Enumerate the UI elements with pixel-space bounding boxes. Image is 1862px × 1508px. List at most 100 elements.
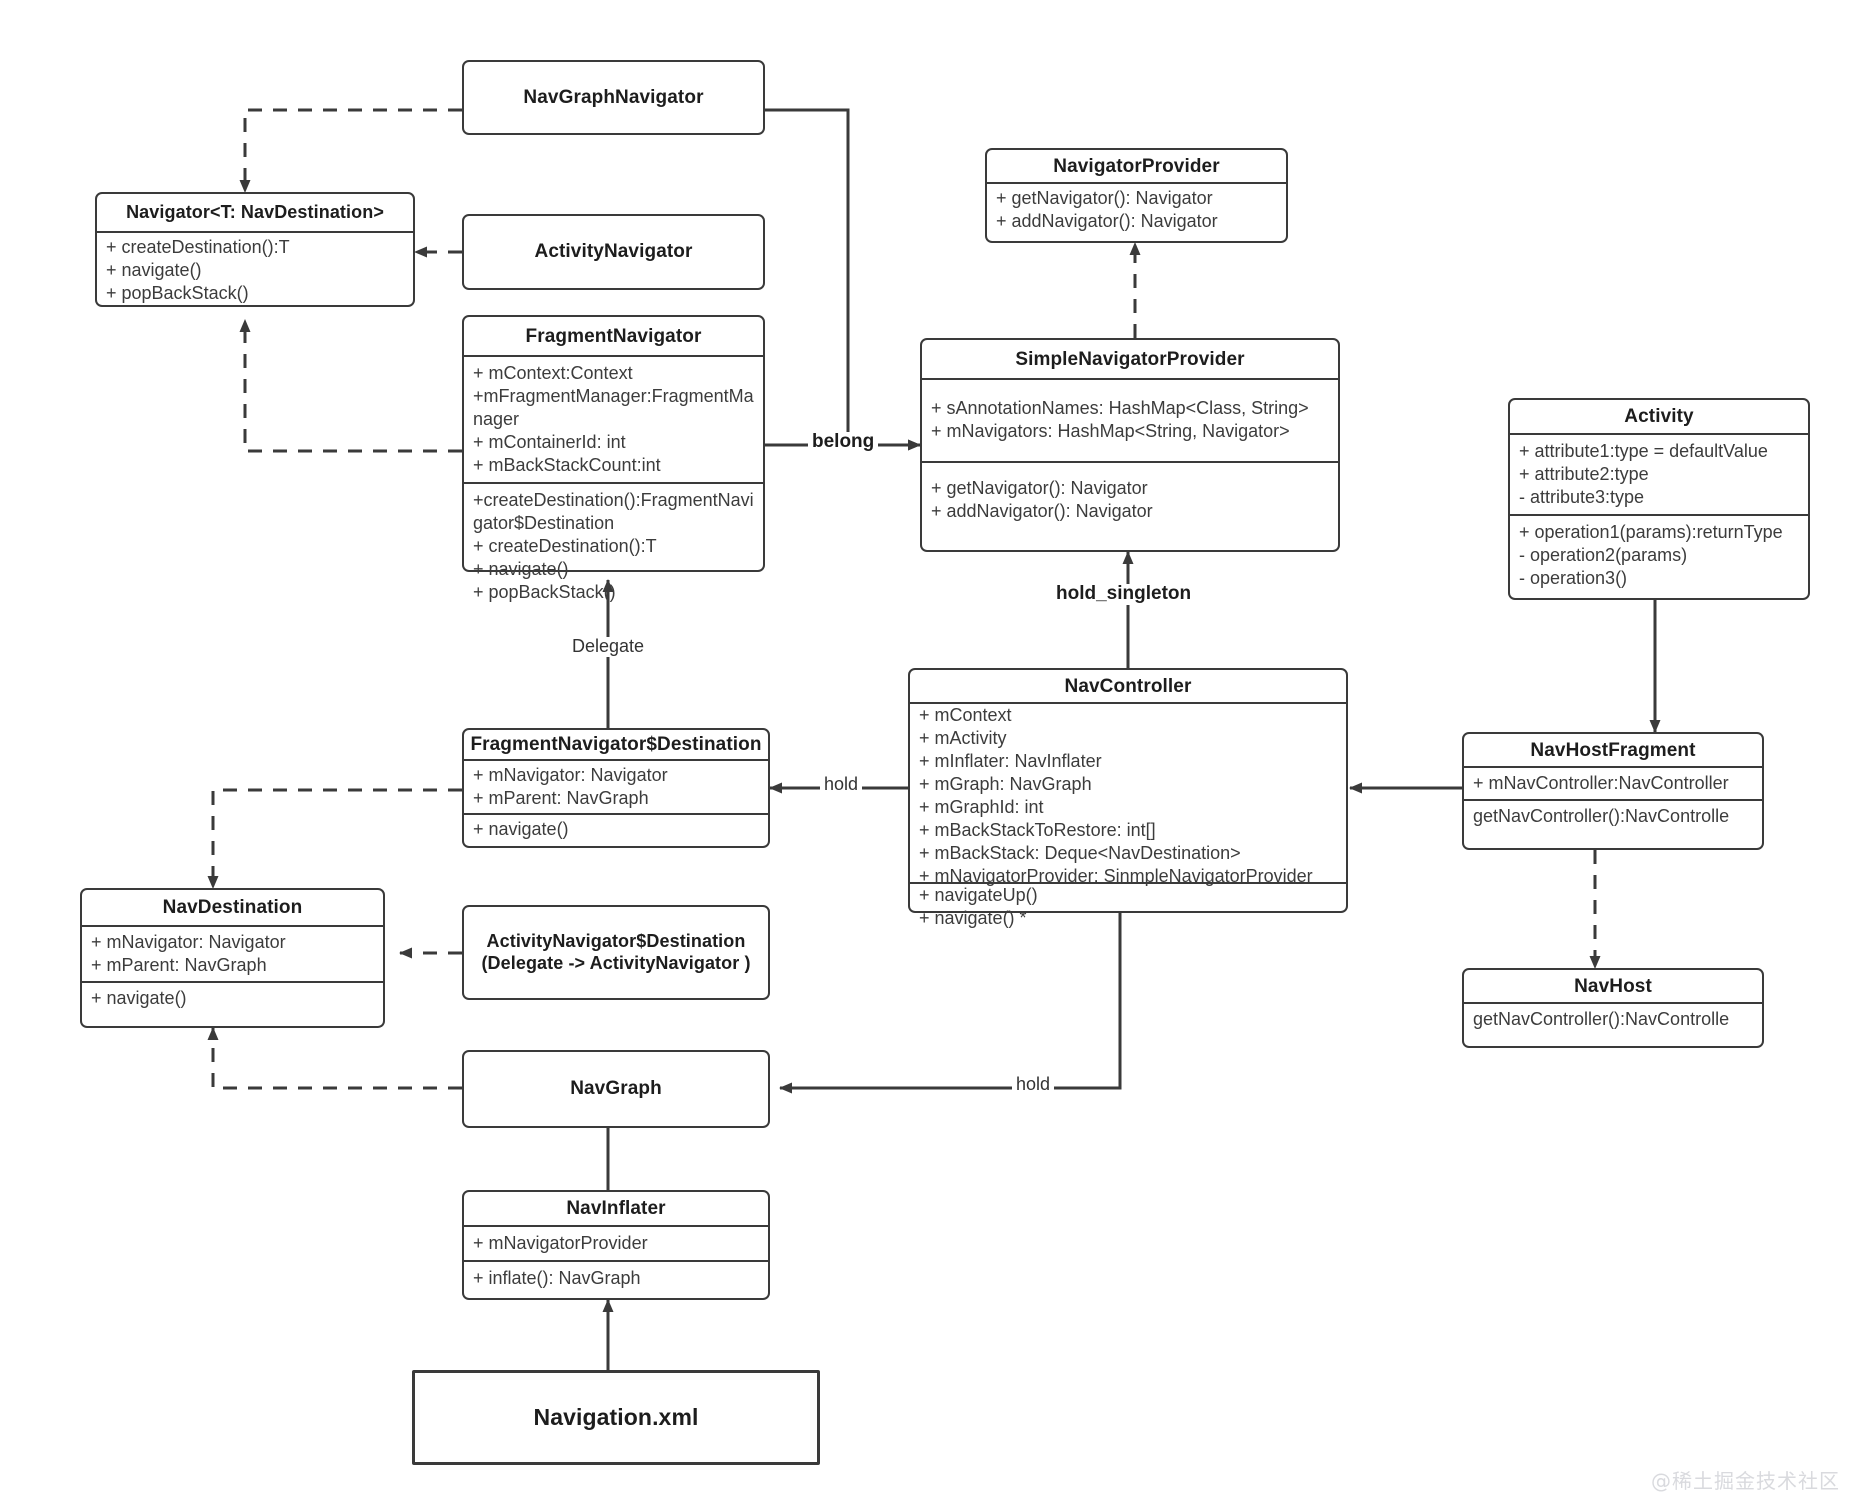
- site-watermark: @稀土掘金技术社区: [1651, 1469, 1840, 1493]
- attributes-compartment: + mNavigator: Navigator + mParent: NavGr…: [82, 925, 383, 981]
- class-box-fragment-navigator-destination[interactable]: FragmentNavigator$Destination + mNavigat…: [462, 728, 770, 848]
- attribute-row: + mContext:Context: [473, 363, 633, 384]
- operations-compartment: + getNavigator(): Navigator + addNavigat…: [987, 182, 1286, 236]
- attribute-row: + mBackStackCount:int: [473, 455, 661, 476]
- class-box-navigator-provider[interactable]: NavigatorProvider + getNavigator(): Navi…: [985, 148, 1288, 243]
- edge-label-delegate: Delegate: [568, 636, 649, 657]
- attribute-row: + mParent: NavGraph: [91, 955, 267, 976]
- operation-row: - operation2(params): [1519, 545, 1688, 566]
- operation-row: getNavController():NavControlle: [1473, 1009, 1730, 1030]
- operations-compartment: +createDestination():FragmentNavigator$D…: [464, 482, 763, 609]
- operation-row: + createDestination():T: [473, 536, 657, 557]
- operations-compartment: + getNavigator(): Navigator + addNavigat…: [922, 461, 1338, 539]
- class-box-activity-navigator[interactable]: ActivityNavigator: [462, 214, 765, 290]
- attribute-row: - attribute3:type: [1519, 487, 1645, 508]
- attribute-row: + mNavigatorProvider: SinmpleNavigatorPr…: [919, 866, 1313, 887]
- class-title: NavGraph: [570, 1078, 662, 1100]
- operations-compartment: + navigate(): [464, 813, 768, 844]
- attribute-row: + mInflater: NavInflater: [919, 751, 1102, 772]
- operation-row: + getNavigator(): Navigator: [931, 478, 1148, 499]
- class-title: NavController: [1064, 676, 1192, 697]
- class-box-nav-destination[interactable]: NavDestination + mNavigator: Navigator +…: [80, 888, 385, 1028]
- class-title: SimpleNavigatorProvider: [1015, 349, 1245, 370]
- attributes-compartment: + mNavController:NavController: [1464, 766, 1762, 799]
- class-title: FragmentNavigator: [525, 326, 702, 347]
- attribute-row: + mNavController:NavController: [1473, 773, 1729, 794]
- class-title: NavInflater: [566, 1198, 666, 1219]
- operations-compartment: + navigate(): [82, 981, 383, 1014]
- attribute-row: + mContext: [919, 705, 1012, 726]
- attributes-compartment: + mNavigator: Navigator + mParent: NavGr…: [464, 759, 768, 813]
- class-title: ActivityNavigator: [534, 241, 693, 263]
- operation-row: - operation3(): [1519, 568, 1628, 589]
- edge-label-hold-graph: hold: [1012, 1074, 1055, 1095]
- edge-label-hold-singleton: hold_singleton: [1052, 583, 1196, 605]
- operations-compartment: getNavController():NavControlle: [1464, 799, 1762, 832]
- class-title: NavHost: [1574, 976, 1652, 997]
- class-title: NavDestination: [162, 897, 303, 918]
- class-box-nav-controller[interactable]: NavController + mContext + mActivity + m…: [908, 668, 1348, 928]
- attribute-row: + mNavigators: HashMap<String, Navigator…: [931, 421, 1290, 442]
- attribute-row: + attribute2:type: [1519, 464, 1649, 485]
- attributes-compartment: + mNavigatorProvider: [464, 1225, 768, 1260]
- operation-row: +createDestination():FragmentNavigator$D…: [473, 490, 754, 534]
- class-box-navigation-xml[interactable]: Navigation.xml: [412, 1370, 820, 1465]
- class-box-simple-navigator-provider[interactable]: SimpleNavigatorProvider + sAnnotationNam…: [920, 338, 1340, 552]
- operation-row: + inflate(): NavGraph: [473, 1268, 641, 1289]
- operation-row: + createDestination():T: [106, 236, 290, 257]
- class-title: Navigator<T: NavDestination>: [126, 202, 384, 222]
- operation-row: + navigate(): [106, 259, 202, 280]
- class-box-nav-inflater[interactable]: NavInflater + mNavigatorProvider + infla…: [462, 1190, 770, 1300]
- attribute-row: + mBackStack: Deque<NavDestination>: [919, 843, 1241, 864]
- operation-row: + popBackStack(): [106, 283, 249, 304]
- operations-compartment: + operation1(params):returnType - operat…: [1510, 514, 1808, 595]
- attribute-row: + mNavigatorProvider: [473, 1233, 648, 1254]
- operation-row: + addNavigator(): Navigator: [996, 211, 1218, 232]
- attribute-row: + mGraphId: int: [919, 797, 1044, 818]
- class-box-activity-navigator-destination[interactable]: ActivityNavigator$Destination (Delegate …: [462, 905, 770, 1000]
- class-box-activity[interactable]: Activity + attribute1:type = defaultValu…: [1508, 398, 1810, 600]
- operation-row: + navigate(): [473, 819, 569, 840]
- class-box-nav-host[interactable]: NavHost getNavController():NavControlle: [1462, 968, 1764, 1048]
- operation-row: + getNavigator(): Navigator: [996, 188, 1213, 209]
- attribute-row: + mContainerId: int: [473, 432, 626, 453]
- operation-row: + popBackStack(): [473, 582, 616, 603]
- attributes-compartment: + attribute1:type = defaultValue + attri…: [1510, 433, 1808, 514]
- class-box-navigator[interactable]: Navigator<T: NavDestination> + createDes…: [95, 192, 415, 307]
- operation-row: + addNavigator(): Navigator: [931, 501, 1153, 522]
- class-box-nav-graph-navigator[interactable]: NavGraphNavigator: [462, 60, 765, 135]
- operations-compartment: + createDestination():T + navigate() + p…: [97, 230, 413, 308]
- class-title: NavHostFragment: [1530, 740, 1696, 761]
- operation-row: + navigate() *: [919, 908, 1027, 929]
- operations-compartment: getNavController():NavControlle: [1464, 1002, 1762, 1035]
- class-title: Navigation.xml: [533, 1404, 699, 1431]
- attribute-row: +mFragmentManager:FragmentManager: [473, 386, 754, 430]
- attribute-row: + attribute1:type = defaultValue: [1519, 441, 1768, 462]
- attributes-compartment: + mContext + mActivity + mInflater: NavI…: [910, 702, 1346, 888]
- operation-row: + navigate(): [91, 988, 187, 1009]
- attribute-row: + mNavigator: Navigator: [91, 932, 286, 953]
- class-title: NavigatorProvider: [1053, 156, 1220, 177]
- operations-compartment: + inflate(): NavGraph: [464, 1260, 768, 1295]
- operation-row: getNavController():NavControlle: [1473, 806, 1730, 827]
- class-box-fragment-navigator[interactable]: FragmentNavigator + mContext:Context +mF…: [462, 315, 765, 602]
- attribute-row: + mGraph: NavGraph: [919, 774, 1092, 795]
- edge-label-belong: belong: [808, 431, 879, 453]
- attributes-compartment: + sAnnotationNames: HashMap<Class, Strin…: [922, 378, 1338, 461]
- attribute-row: + mNavigator: Navigator: [473, 765, 668, 786]
- class-title: FragmentNavigator$Destination: [470, 734, 762, 755]
- attribute-row: + mActivity: [919, 728, 1007, 749]
- class-title: NavGraphNavigator: [523, 86, 704, 108]
- class-title: Activity: [1624, 406, 1694, 427]
- attribute-row: + mParent: NavGraph: [473, 788, 649, 809]
- operation-row: + navigateUp(): [919, 885, 1038, 906]
- edge-label-hold-destination: hold: [820, 774, 863, 795]
- class-box-nav-graph[interactable]: NavGraph: [462, 1050, 770, 1128]
- attribute-row: + sAnnotationNames: HashMap<Class, Strin…: [931, 398, 1309, 419]
- class-box-nav-host-fragment[interactable]: NavHostFragment + mNavController:NavCont…: [1462, 732, 1764, 850]
- attribute-row: + mBackStackToRestore: int[]: [919, 820, 1156, 841]
- operations-compartment: + navigateUp() + navigate() *: [910, 882, 1346, 932]
- class-title: ActivityNavigator$Destination (Delegate …: [481, 930, 751, 973]
- operation-row: + navigate(): [473, 559, 569, 580]
